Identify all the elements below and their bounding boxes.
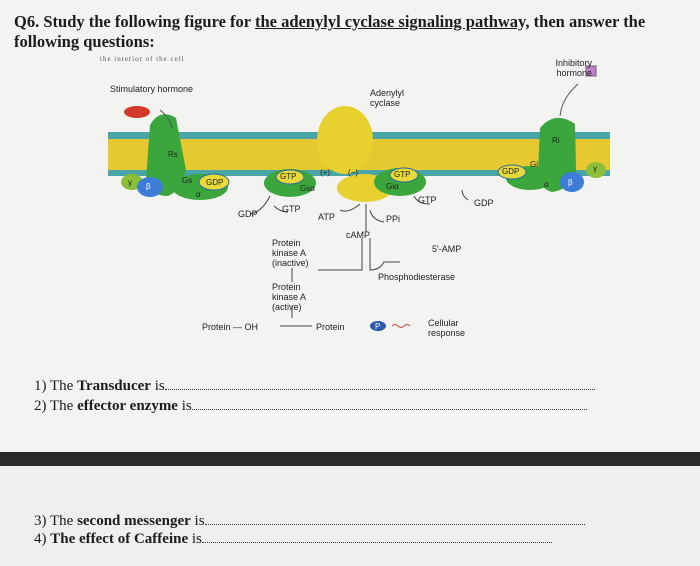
gdp-bubble-left: [198, 173, 230, 191]
adenylyl-cyclase: [317, 106, 373, 174]
gamma-right-label: γ: [593, 164, 597, 173]
beta-right-label: β: [568, 178, 573, 187]
gtp-bubble-gsa: [275, 169, 305, 185]
cutoff-caption: the interior of the cell: [100, 55, 185, 63]
question-3: 3) The second messenger is: [34, 512, 585, 530]
stimulatory-receptor: [146, 114, 186, 196]
pka-active-label: Protein kinase A (active): [272, 282, 306, 312]
phosphate-label: P: [375, 322, 381, 331]
camp-pka-line: [318, 238, 363, 271]
alpha-right-label: α: [544, 180, 549, 189]
minus-label: (−): [348, 168, 358, 177]
gia-label: Giα: [386, 182, 399, 191]
adenylyl-cyclase-label: Adenylyl cyclase: [370, 88, 405, 108]
worksheet-lower: [0, 466, 700, 566]
gdp-gtp-curve-left: [249, 195, 271, 215]
ppi-arrow: [369, 209, 385, 223]
plus-label: (+): [320, 168, 330, 177]
inhibitory-hormone-shape: [585, 65, 597, 77]
atp-camp-arrow: [339, 203, 367, 232]
protein-p-label: Protein: [316, 322, 345, 332]
gdp-under-right: GDP: [474, 198, 494, 208]
ri-label: Ri: [552, 136, 560, 145]
g-protein-beta-left: [137, 177, 163, 197]
gtp-under-left: GTP: [282, 204, 301, 214]
answer-blank-1[interactable]: [164, 389, 595, 390]
question-4: 4) The effect of Caffeine is: [34, 530, 552, 548]
g-protein-beta-right: [560, 172, 584, 192]
camp-pde-line: [369, 238, 400, 271]
response-squiggle: [391, 324, 411, 328]
ppi-label: PPi: [386, 214, 401, 224]
gtp-curve-right: [413, 195, 431, 205]
adenylyl-cyclase-diagram: [108, 65, 610, 331]
gtp-curve-left: [273, 205, 289, 213]
gtp-under-right: GTP: [418, 195, 437, 205]
gtp-bubble-gia: [389, 167, 419, 183]
beta-left-label: β: [146, 182, 151, 191]
atp-label: ATP: [318, 212, 335, 222]
five-amp-label: 5'-AMP: [432, 244, 462, 254]
gdp-bubble-right: [497, 164, 527, 180]
gdp-left-label: GDP: [206, 178, 224, 187]
gdp-curve-right: [461, 189, 469, 201]
alpha-left-label: α: [196, 190, 201, 199]
inhibitory-hormone-label: Inhibitory hormone: [555, 58, 592, 78]
gtp-gsa-label: GTP: [280, 172, 297, 181]
answer-blank-4[interactable]: [201, 542, 552, 543]
answer-blank-3[interactable]: [204, 524, 585, 525]
worksheet-upper: [0, 0, 700, 452]
gi-label: Gi: [530, 160, 538, 169]
gdp-under-left: GDP: [238, 209, 258, 219]
cellular-response-label: Cellular response: [428, 318, 466, 338]
question-1: 1) The Transducer is: [34, 377, 595, 395]
gsa-label: Gsα: [300, 184, 315, 193]
phosphodiesterase-label: Phosphodiesterase: [378, 272, 456, 282]
phospho-marker: [370, 321, 386, 331]
inhib-arrow: [559, 83, 579, 117]
pka-inactive-label: Protein kinase A (inactive): [272, 238, 309, 268]
question-title: Q6. Study the following figure for the a…: [14, 12, 646, 51]
camp-label: cAMP: [346, 230, 371, 240]
rs-label: Rs: [168, 150, 178, 159]
membrane-head-bottom: [108, 170, 610, 176]
g-protein-gamma-right: [586, 162, 606, 178]
stim-arrow: [159, 109, 173, 129]
gdp-right-label: GDP: [502, 167, 520, 176]
gtp-gia-label: GTP: [394, 170, 411, 179]
page-divider: [0, 452, 700, 466]
stimulatory-hormone-shape: [124, 106, 150, 118]
gamma-left-label: γ: [128, 178, 132, 187]
stimulatory-hormone-label: Stimulatory hormone: [110, 84, 194, 94]
protein-oh-label: Protein — OH: [202, 322, 259, 332]
question-2: 2) The effector enzyme is: [34, 397, 587, 415]
answer-blank-2[interactable]: [191, 409, 587, 410]
gs-label: Gs: [182, 176, 193, 185]
